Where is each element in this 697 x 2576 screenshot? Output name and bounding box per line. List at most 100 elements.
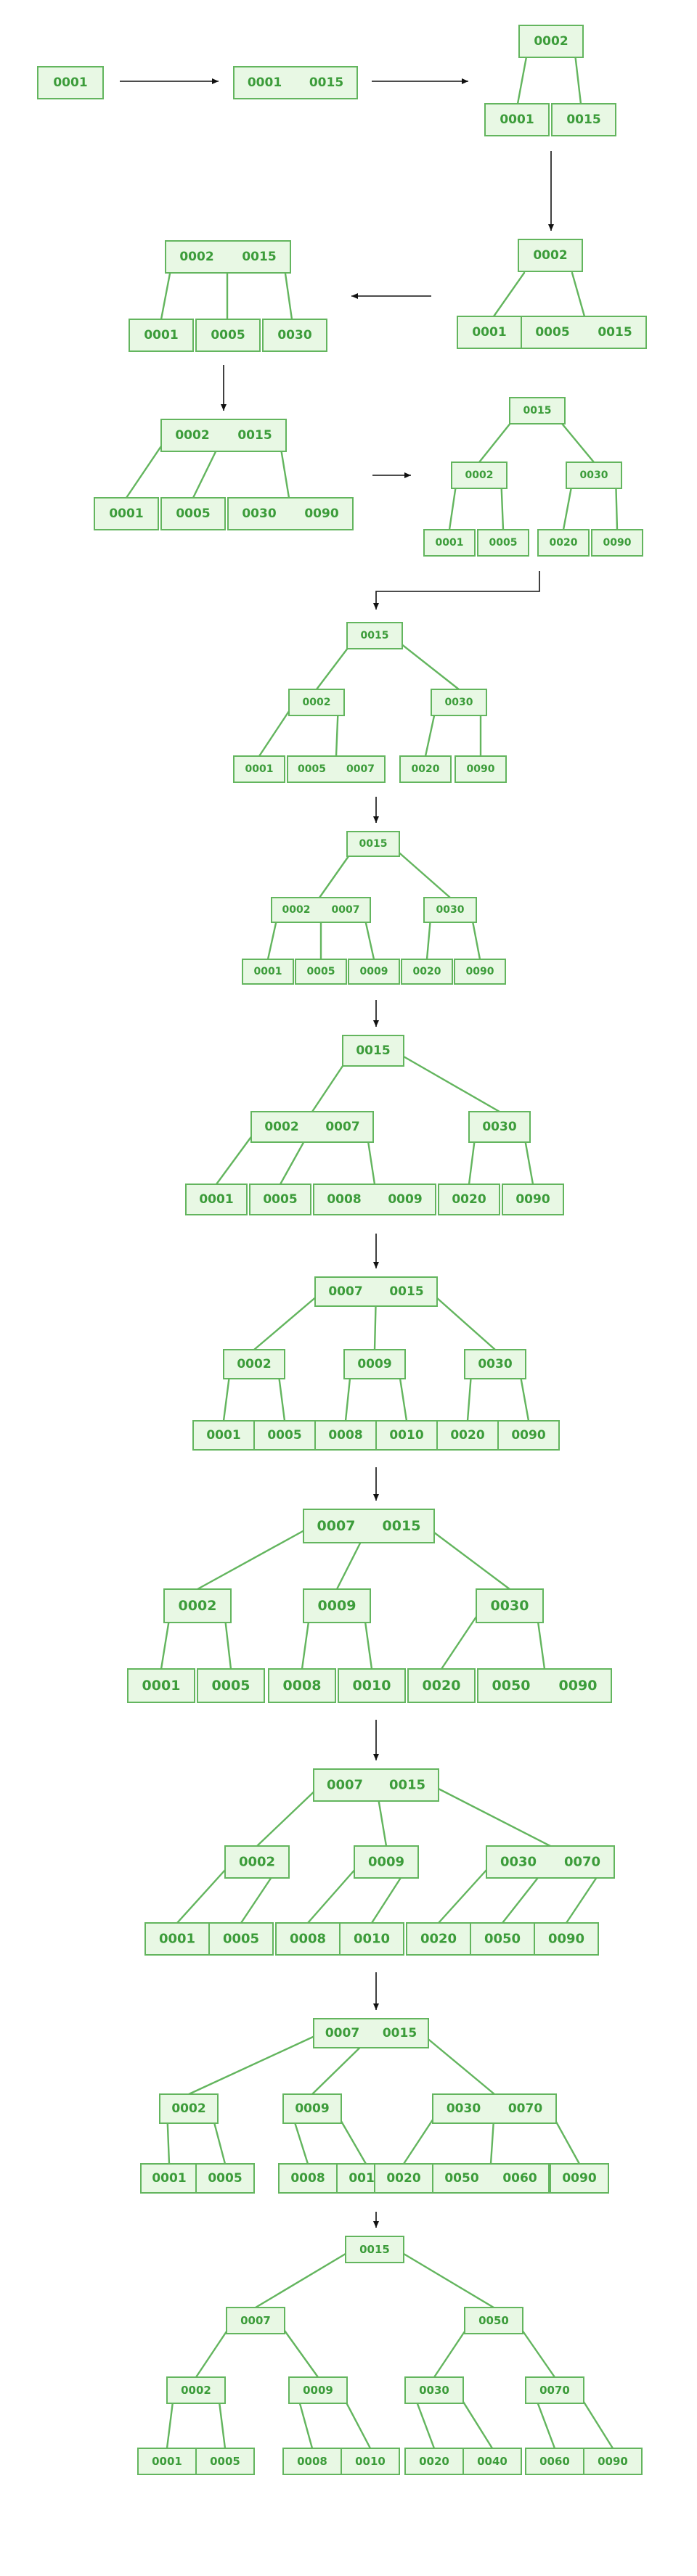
node-key: 0005	[211, 328, 245, 342]
tree-edge	[395, 2248, 495, 2309]
node-key: 0050	[492, 1678, 531, 1694]
node-box	[534, 1922, 599, 1956]
node-box	[165, 240, 291, 274]
node-box	[253, 1420, 316, 1451]
node-box	[338, 1668, 406, 1703]
btree-node: 0005	[195, 2163, 255, 2194]
node-key: 0002	[264, 1120, 298, 1134]
node-key: 0001	[436, 537, 464, 549]
node-key: 0002	[303, 697, 331, 708]
node-box	[432, 2093, 557, 2124]
node-key: 0002	[282, 904, 311, 916]
node-box	[313, 1768, 439, 1802]
node-box	[288, 689, 345, 716]
node-key: 0002	[237, 1357, 271, 1371]
node-key: 0090	[548, 1932, 584, 1947]
node-key: 0009	[360, 966, 388, 977]
btree-node: 0090	[550, 2163, 609, 2194]
btree-node: 0001	[185, 1184, 248, 1215]
node-key: 0050	[444, 2171, 478, 2186]
node-key: 0090	[559, 1678, 598, 1694]
node-box	[195, 319, 261, 352]
node-key: 0005	[307, 966, 335, 977]
node-key: 0015	[523, 405, 552, 417]
btree-node: 0005	[295, 959, 347, 985]
node-box	[160, 419, 287, 452]
btree-node: 0020	[407, 1668, 476, 1703]
node-key: 0001	[152, 2455, 182, 2468]
node-box	[288, 2376, 348, 2404]
node-box	[464, 2307, 523, 2334]
node-key: 0005	[267, 1428, 301, 1443]
node-box	[271, 897, 371, 923]
node-key: 0020	[412, 763, 440, 775]
btree-node: 0010	[339, 1922, 404, 1956]
node-box	[551, 103, 616, 136]
btree-node: 0005	[208, 1922, 274, 1956]
btree-node: 0020	[537, 529, 590, 557]
tree-edge	[176, 1861, 234, 1924]
btree-node: 0005	[253, 1420, 316, 1451]
node-box	[268, 1668, 336, 1703]
tree-edge	[256, 1784, 322, 1847]
node-box	[455, 755, 507, 783]
node-key: 0001	[159, 1932, 195, 1947]
btree-node: 0008	[268, 1668, 336, 1703]
node-key: 0030	[482, 1120, 516, 1134]
node-box	[37, 66, 104, 99]
btree-node: 0070	[525, 2376, 584, 2404]
node-key: 0015	[566, 112, 600, 127]
node-key: 0020	[550, 537, 578, 549]
node-key: 0015	[389, 1284, 423, 1299]
node-key: 0009	[368, 1855, 404, 1870]
node-box	[502, 1184, 564, 1215]
node-key: 0015	[361, 630, 389, 641]
tree-edge	[437, 1861, 495, 1924]
node-key: 0020	[413, 966, 441, 977]
node-box	[550, 2163, 609, 2194]
btree-node: 0002	[223, 1349, 285, 1379]
node-key: 0007	[240, 2314, 271, 2327]
node-box	[457, 316, 522, 349]
btree-node: 0008	[314, 1420, 377, 1451]
node-key: 0050	[484, 1932, 521, 1947]
node-box	[166, 2376, 226, 2404]
btree-node: 0090	[455, 755, 507, 783]
node-key: 0090	[304, 506, 338, 521]
node-key: 0002	[239, 1855, 275, 1870]
node-key: 0010	[353, 1678, 391, 1694]
node-key: 0008	[290, 1932, 326, 1947]
node-box	[346, 831, 400, 857]
node-box	[242, 959, 294, 985]
btree-node: 0020	[374, 2163, 433, 2194]
node-box	[195, 2163, 255, 2194]
node-key: 0002	[179, 250, 213, 264]
node-key: 0001	[472, 325, 506, 340]
btree-node: 0001	[457, 316, 522, 349]
node-box	[160, 497, 226, 530]
node-box	[476, 1588, 544, 1623]
node-key: 0009	[357, 1357, 391, 1371]
node-box	[208, 1922, 274, 1956]
node-box	[462, 2448, 522, 2475]
node-box	[250, 1111, 374, 1143]
node-key: 0002	[171, 2101, 205, 2116]
node-key: 0015	[242, 250, 276, 264]
node-key: 0005	[535, 325, 569, 340]
node-key: 0005	[223, 1932, 259, 1947]
btree-node: 0001	[484, 103, 550, 136]
node-key: 0010	[354, 1932, 390, 1947]
node-key: 0030	[447, 2101, 481, 2116]
btree-node: 0030	[476, 1588, 544, 1623]
node-box	[423, 529, 476, 557]
node-box	[94, 497, 159, 530]
